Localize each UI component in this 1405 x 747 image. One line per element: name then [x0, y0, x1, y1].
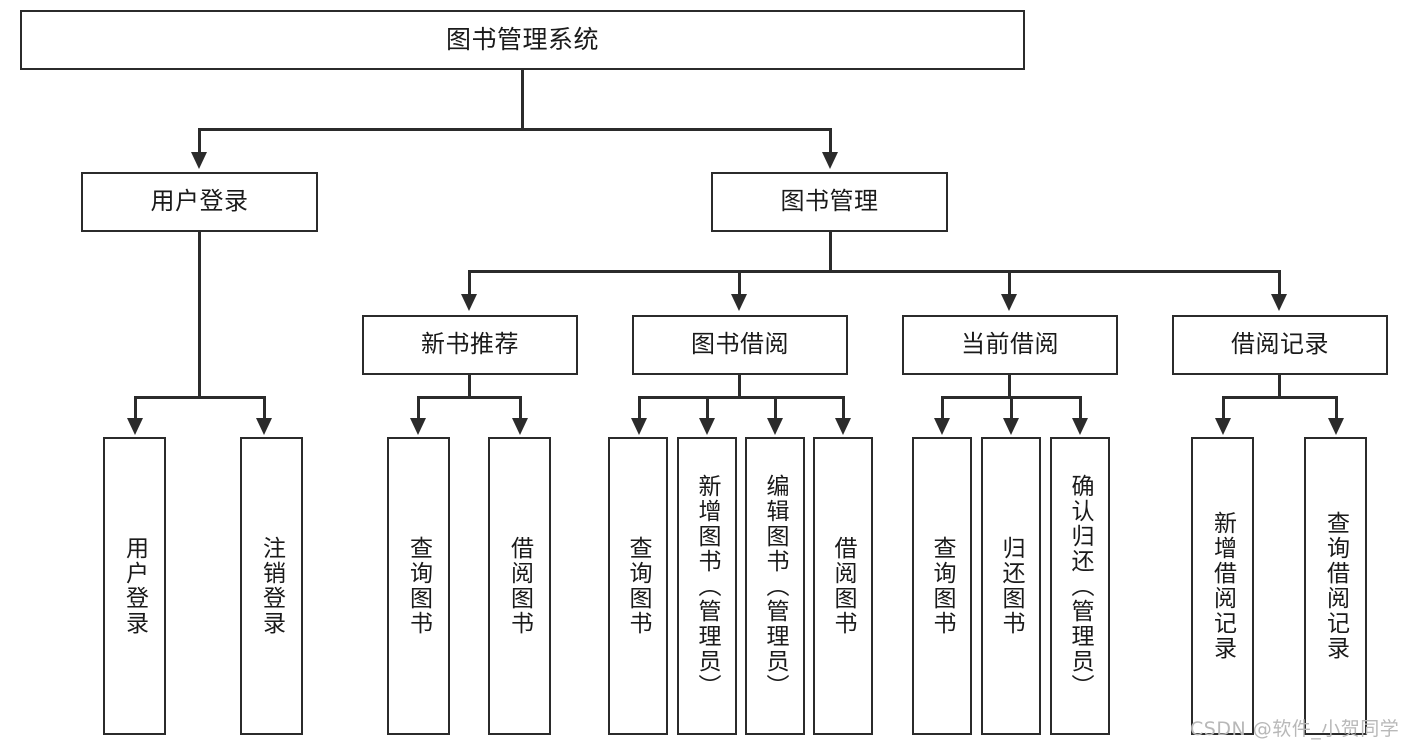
- arrowhead-cb-leaf-1: [934, 418, 950, 435]
- connector-new-book-recommend-bus: [417, 396, 521, 399]
- node-book-borrow[interactable]: 图书借阅: [632, 315, 848, 375]
- arrowhead-nbr-leaf-2: [512, 418, 528, 435]
- connector-drop-cb-leaf-3: [1079, 396, 1082, 420]
- node-label: 借阅记录: [1231, 330, 1329, 359]
- node-borrow-record[interactable]: 借阅记录: [1172, 315, 1388, 375]
- connector-drop-borrow-record: [1278, 270, 1281, 296]
- node-current-borrow[interactable]: 当前借阅: [902, 315, 1118, 375]
- connector-drop-bb-leaf-3: [774, 396, 777, 420]
- connector-root-stem: [521, 70, 524, 129]
- leaf-label: 用户登录: [121, 536, 148, 636]
- leaf-bb-borrow-book[interactable]: 借阅图书: [813, 437, 873, 735]
- connector-drop-br-leaf-2: [1335, 396, 1338, 420]
- leaf-label: 确认归还（管理员）: [1067, 473, 1094, 699]
- leaf-label: 查询图书: [929, 536, 956, 636]
- leaf-bb-add-book-admin[interactable]: 新增图书（管理员）: [677, 437, 737, 735]
- arrowhead-br-leaf-2: [1328, 418, 1344, 435]
- node-new-book-recommend[interactable]: 新书推荐: [362, 315, 578, 375]
- arrowhead-leaf-logout: [256, 418, 272, 435]
- connector-drop-nbr-leaf-1: [417, 396, 420, 420]
- connector-book-borrow-bus: [638, 396, 844, 399]
- arrowhead-bb-leaf-1: [631, 418, 647, 435]
- connector-drop-bb-leaf-2: [706, 396, 709, 420]
- leaf-label: 借阅图书: [506, 536, 533, 636]
- connector-book-management-stem: [829, 232, 832, 272]
- connector-level2-bus: [198, 128, 832, 131]
- leaf-label: 查询图书: [405, 536, 432, 636]
- leaf-nbr-query-book[interactable]: 查询图书: [387, 437, 450, 735]
- leaf-label: 编辑图书（管理员）: [762, 473, 789, 699]
- arrowhead-nbr-leaf-1: [410, 418, 426, 435]
- leaf-cb-confirm-return-admin[interactable]: 确认归还（管理员）: [1050, 437, 1110, 735]
- connector-drop-leaf-logout: [263, 396, 266, 420]
- node-label: 当前借阅: [961, 330, 1059, 359]
- leaf-label: 查询图书: [625, 536, 652, 636]
- connector-book-borrow-stem: [738, 375, 741, 398]
- csdn-watermark: CSDN @软件_小贺同学: [1190, 718, 1400, 740]
- node-label: 图书管理: [780, 187, 879, 216]
- arrowhead-book-borrow: [731, 294, 747, 311]
- arrowhead-cb-leaf-2: [1003, 418, 1019, 435]
- connector-new-book-recommend-stem: [468, 375, 471, 398]
- connector-drop-br-leaf-1: [1222, 396, 1225, 420]
- leaf-bb-query-book[interactable]: 查询图书: [608, 437, 668, 735]
- leaf-user-login[interactable]: 用户登录: [103, 437, 166, 735]
- leaf-logout[interactable]: 注销登录: [240, 437, 303, 735]
- connector-drop-nbr-leaf-2: [519, 396, 522, 420]
- arrowhead-bb-leaf-2: [699, 418, 715, 435]
- node-label: 图书管理系统: [445, 24, 599, 54]
- connector-drop-cb-leaf-2: [1010, 396, 1013, 420]
- leaf-bb-edit-book-admin[interactable]: 编辑图书（管理员）: [745, 437, 805, 735]
- connector-drop-current-borrow: [1008, 270, 1011, 296]
- leaf-br-add-record[interactable]: 新增借阅记录: [1191, 437, 1254, 735]
- connector-user-login-stem: [198, 232, 201, 398]
- connector-borrow-record-bus: [1222, 396, 1337, 399]
- node-label: 用户登录: [150, 187, 249, 216]
- connector-level3-bus: [468, 270, 1280, 273]
- arrowhead-leaf-user-login: [127, 418, 143, 435]
- leaf-cb-return-book[interactable]: 归还图书: [981, 437, 1041, 735]
- leaf-nbr-borrow-book[interactable]: 借阅图书: [488, 437, 551, 735]
- leaf-cb-query-book[interactable]: 查询图书: [912, 437, 972, 735]
- arrowhead-book-management: [822, 152, 838, 169]
- connector-drop-bb-leaf-1: [638, 396, 641, 420]
- arrowhead-bb-leaf-3: [767, 418, 783, 435]
- arrowhead-br-leaf-1: [1215, 418, 1231, 435]
- node-root-book-management-system[interactable]: 图书管理系统: [20, 10, 1025, 70]
- arrowhead-current-borrow: [1001, 294, 1017, 311]
- arrowhead-user-login: [191, 152, 207, 169]
- connector-user-login-bus: [134, 396, 265, 399]
- connector-drop-user-login: [198, 128, 201, 154]
- arrowhead-borrow-record: [1271, 294, 1287, 311]
- connector-drop-book-borrow: [738, 270, 741, 296]
- connector-drop-book-management: [829, 128, 832, 154]
- leaf-br-query-record[interactable]: 查询借阅记录: [1304, 437, 1367, 735]
- connector-drop-bb-leaf-4: [842, 396, 845, 420]
- leaf-label: 注销登录: [258, 536, 285, 636]
- connector-drop-leaf-user-login: [134, 396, 137, 420]
- leaf-label: 新增图书（管理员）: [694, 473, 721, 699]
- connector-drop-new-book-recommend: [468, 270, 471, 296]
- arrowhead-bb-leaf-4: [835, 418, 851, 435]
- connector-drop-cb-leaf-1: [941, 396, 944, 420]
- arrowhead-new-book-recommend: [461, 294, 477, 311]
- connector-borrow-record-stem: [1278, 375, 1281, 398]
- leaf-label: 查询借阅记录: [1322, 511, 1349, 661]
- connector-current-borrow-stem: [1008, 375, 1011, 398]
- leaf-label: 归还图书: [998, 536, 1025, 636]
- node-label: 新书推荐: [421, 330, 519, 359]
- leaf-label: 新增借阅记录: [1209, 511, 1236, 661]
- arrowhead-cb-leaf-3: [1072, 418, 1088, 435]
- node-label: 图书借阅: [691, 330, 789, 359]
- node-user-login[interactable]: 用户登录: [81, 172, 318, 232]
- leaf-label: 借阅图书: [830, 536, 857, 636]
- node-book-management[interactable]: 图书管理: [711, 172, 948, 232]
